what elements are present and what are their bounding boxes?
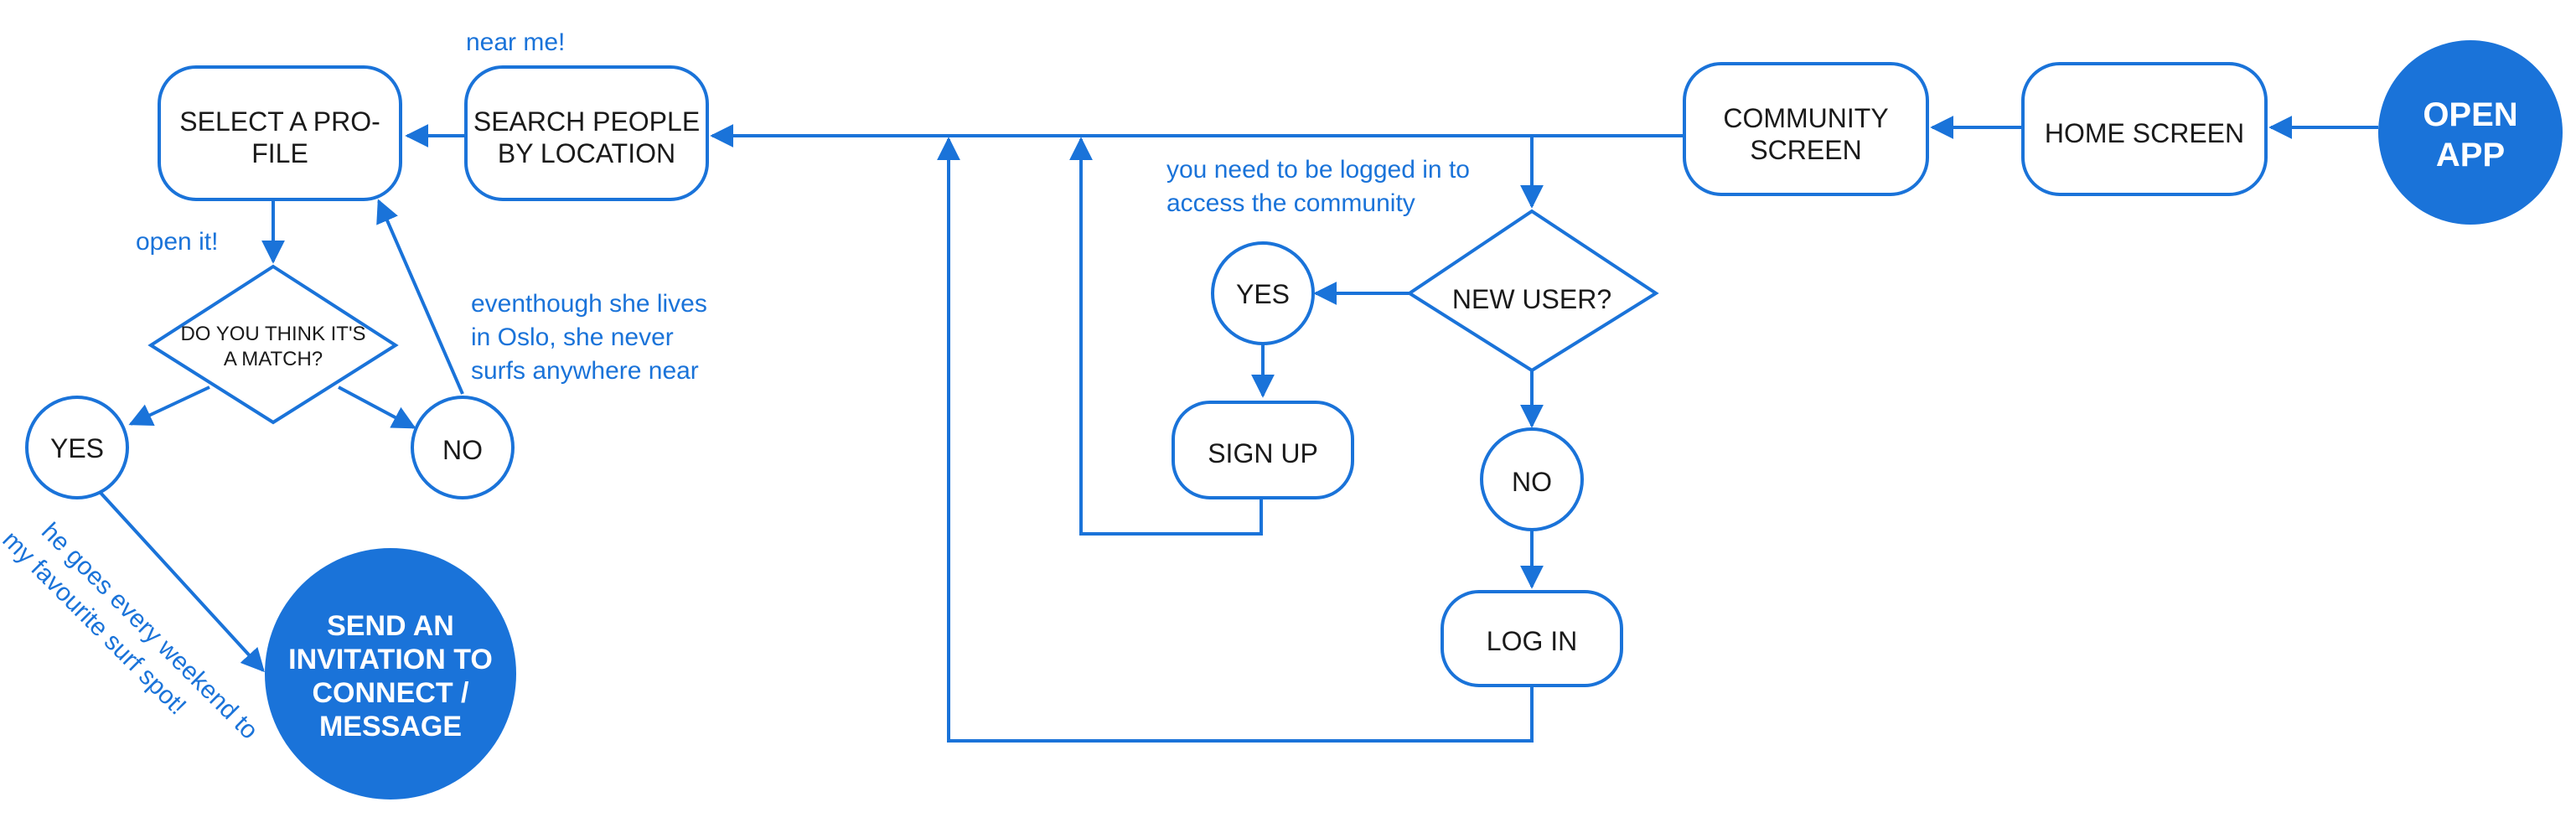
yes-match-node: YES	[25, 396, 129, 499]
note-logged-in-1: you need to be logged in to	[1166, 156, 1470, 184]
send-invitation-label-3: CONNECT /	[313, 677, 470, 709]
match-decision: DO YOU THINK IT'S A MATCH?	[147, 264, 399, 425]
search-people-label-2: BY LOCATION	[498, 138, 675, 168]
note-near-me: near me!	[466, 28, 565, 56]
open-app-node: OPEN APP	[2378, 40, 2563, 225]
yes-signup-node: YES	[1211, 241, 1315, 345]
no-match-node: NO	[411, 396, 515, 499]
log-in-label: LOG IN	[1487, 626, 1577, 656]
note-weekend: he goes every weekend to my favourite su…	[0, 518, 263, 745]
no-login-node: NO	[1480, 427, 1584, 531]
send-invitation-label-2: INVITATION TO	[288, 644, 493, 675]
new-user-diamond	[1406, 209, 1659, 373]
send-invitation-label-4: MESSAGE	[319, 711, 462, 743]
search-people-label-1: SEARCH PEOPLE	[473, 106, 700, 137]
community-screen-box	[1683, 62, 1929, 196]
note-oslo-1: eventhough she lives	[471, 290, 707, 318]
select-profile-box	[158, 65, 402, 201]
no-login-circle	[1480, 427, 1584, 531]
yes-signup-label: YES	[1236, 279, 1290, 309]
no-match-label: NO	[442, 435, 483, 465]
new-user-decision: NEW USER?	[1406, 209, 1659, 373]
note-logged-in-2: access the community	[1166, 189, 1415, 217]
note-weekend-2: my favourite surf spot!	[0, 526, 191, 721]
search-people-box	[464, 65, 709, 201]
note-oslo-3: surfs anywhere near	[471, 357, 699, 385]
send-invitation-label-1: SEND AN	[327, 610, 454, 642]
no-match-circle	[411, 396, 515, 499]
yes-signup-circle	[1211, 241, 1315, 345]
arrow-match-to-yes	[128, 386, 210, 426]
note-open-it: open it!	[136, 228, 218, 256]
log-in-node: LOG IN	[1441, 590, 1623, 687]
home-screen-node: HOME SCREEN	[2021, 62, 2268, 196]
send-invitation-circle	[265, 548, 516, 800]
open-app-circle	[2378, 40, 2563, 225]
sign-up-node: SIGN UP	[1172, 401, 1354, 499]
log-in-box	[1441, 590, 1623, 687]
note-oslo-2: in Oslo, she never	[471, 323, 674, 351]
community-screen-label-1: COMMUNITY	[1723, 103, 1888, 133]
home-screen-label: HOME SCREEN	[2045, 118, 2244, 148]
arrow-match-to-no	[338, 386, 416, 429]
select-profile-node: SELECT A PRO- FILE	[158, 65, 402, 201]
match-diamond	[147, 264, 399, 425]
arrow-no-to-select	[376, 199, 464, 395]
search-people-node: SEARCH PEOPLE BY LOCATION	[464, 65, 709, 201]
open-app-label-1: OPEN	[2423, 96, 2517, 133]
community-screen-node: COMMUNITY SCREEN	[1683, 62, 1929, 196]
arrow-yes-to-send	[99, 491, 265, 673]
sign-up-box	[1172, 401, 1354, 499]
send-invitation-node: SEND AN INVITATION TO CONNECT / MESSAGE	[265, 548, 516, 800]
no-login-label: NO	[1512, 467, 1552, 497]
open-app-label-2: APP	[2436, 137, 2505, 173]
select-profile-label-1: SELECT A PRO-	[179, 106, 380, 137]
connectors	[99, 116, 2378, 743]
yes-match-circle	[25, 396, 129, 499]
community-screen-label-2: SCREEN	[1750, 135, 1861, 165]
arrow-signup-to-main	[1069, 137, 1263, 536]
match-label-2: A MATCH?	[224, 348, 323, 370]
arrow-login-to-main	[937, 137, 1534, 743]
sign-up-label: SIGN UP	[1208, 438, 1318, 468]
yes-match-label: YES	[50, 433, 104, 463]
match-label-1: DO YOU THINK IT'S	[180, 323, 365, 345]
select-profile-label-2: FILE	[251, 138, 308, 168]
new-user-label: NEW USER?	[1452, 284, 1611, 314]
home-screen-box	[2021, 62, 2268, 196]
